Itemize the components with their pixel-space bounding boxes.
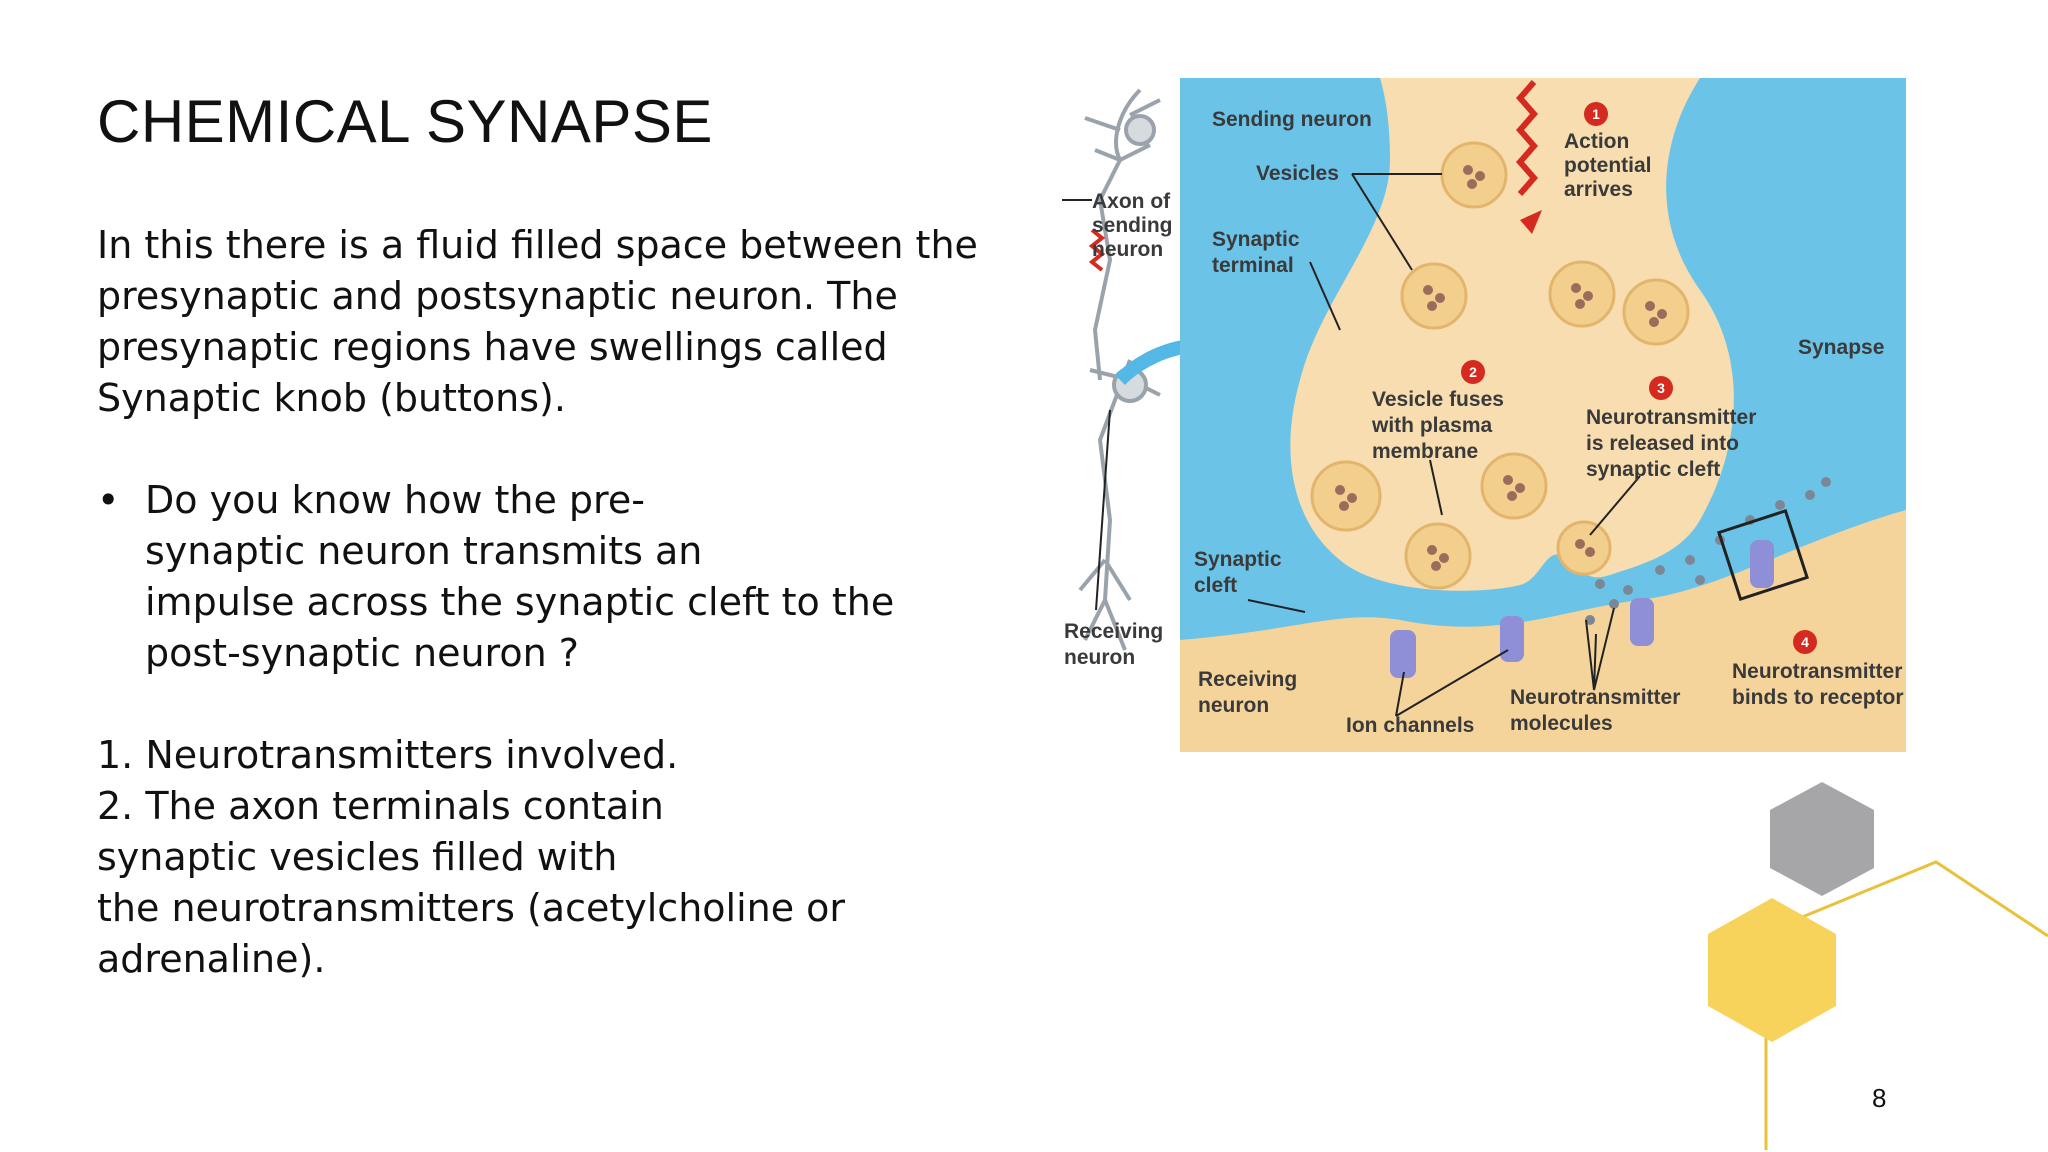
label-nt-molecules: molecules — [1510, 712, 1613, 735]
list-line: adrenaline). — [97, 937, 326, 981]
paragraph-line: Synaptic knob (buttons). — [97, 376, 566, 420]
label-receiving-neuron-left: Receiving — [1064, 620, 1163, 643]
ion-channels — [1390, 540, 1774, 678]
list-line: 1. Neurotransmitters involved. — [97, 733, 679, 777]
bullet-line: post-synaptic neuron ? — [145, 631, 579, 675]
step-number-2: 2 — [1469, 364, 1477, 380]
bullet-line: Do you know how the pre- — [145, 478, 645, 522]
label-synaptic-cleft: cleft — [1194, 574, 1237, 597]
label-axon: neuron — [1092, 238, 1163, 261]
neurotransmitter-molecules — [1585, 477, 1831, 625]
receptor-box — [1717, 509, 1809, 601]
page-number: 8 — [1872, 1083, 1887, 1113]
receiving-neuron-shape — [1180, 510, 1906, 752]
list-line: synaptic vesicles filled with — [97, 835, 618, 879]
list-line: 2. The axon terminals contain — [97, 784, 664, 828]
label-synaptic-terminal: Synaptic — [1212, 228, 1300, 251]
bullet-line: synaptic neuron transmits an — [145, 529, 703, 573]
label-step2: Vesicle fuses — [1372, 388, 1504, 411]
label-step1: Action — [1564, 130, 1629, 153]
label-synaptic-cleft: Synaptic — [1194, 548, 1282, 571]
label-step2: with plasma — [1371, 414, 1493, 437]
label-step3: Neurotransmitter — [1586, 406, 1756, 429]
bullet-marker: • — [97, 478, 120, 522]
label-step1: arrives — [1564, 178, 1633, 201]
label-ion-channels: Ion channels — [1346, 714, 1474, 737]
label-step4: Neurotransmitter — [1732, 660, 1902, 683]
label-step3: synaptic cleft — [1586, 458, 1720, 481]
sending-signal-icon — [1088, 228, 1106, 272]
label-receiving-neuron: Receiving — [1198, 668, 1297, 691]
label-receiving-neuron: neuron — [1198, 694, 1269, 717]
yellow-hexagon — [1708, 898, 1836, 1042]
step-markers — [1461, 102, 1817, 654]
vesicles — [1310, 141, 1690, 590]
paragraph-line: In this there is a fluid filled space be… — [97, 223, 978, 267]
label-axon: sending — [1092, 214, 1173, 237]
label-synapse: Synapse — [1798, 336, 1884, 359]
label-step1: potential — [1564, 154, 1652, 177]
label-step2: membrane — [1372, 440, 1478, 463]
gray-hexagon — [1770, 782, 1874, 896]
vesicle-contents — [1335, 165, 1667, 571]
paragraph-line: presynaptic regions have swellings calle… — [97, 325, 888, 369]
sending-terminal-shape — [1290, 78, 1734, 591]
list-line: the neurotransmitters (acetylcholine or — [97, 886, 846, 930]
paragraph-line: presynaptic and postsynaptic neuron. The — [97, 274, 898, 318]
label-nt-molecules: Neurotransmitter — [1510, 686, 1680, 709]
bullet-item: • Do you know how the pre- synaptic neur… — [97, 475, 1017, 679]
step-number-1: 1 — [1592, 106, 1600, 122]
step-number-4: 4 — [1801, 634, 1809, 650]
synapse-diagram: 1 2 3 4 Sending neuron Vesicles Axon of … — [1040, 70, 1906, 770]
label-axon: Axon of — [1092, 190, 1171, 213]
label-vesicles: Vesicles — [1256, 162, 1339, 185]
yellow-outline-hexagon — [1764, 860, 2048, 1150]
label-receiving-neuron-left: neuron — [1064, 646, 1135, 669]
neuron-sketch — [1078, 88, 1161, 651]
bullet-line: impulse across the synaptic cleft to the — [145, 580, 895, 624]
label-step4: binds to receptor — [1732, 686, 1904, 709]
slide-title: CHEMICAL SYNAPSE — [97, 88, 713, 155]
label-sending-neuron: Sending neuron — [1212, 108, 1372, 131]
slide-body: In this there is a fluid filled space be… — [97, 220, 1017, 985]
label-synaptic-terminal: terminal — [1212, 254, 1294, 277]
label-step3: is released into — [1586, 432, 1739, 455]
step-number-3: 3 — [1657, 380, 1665, 396]
